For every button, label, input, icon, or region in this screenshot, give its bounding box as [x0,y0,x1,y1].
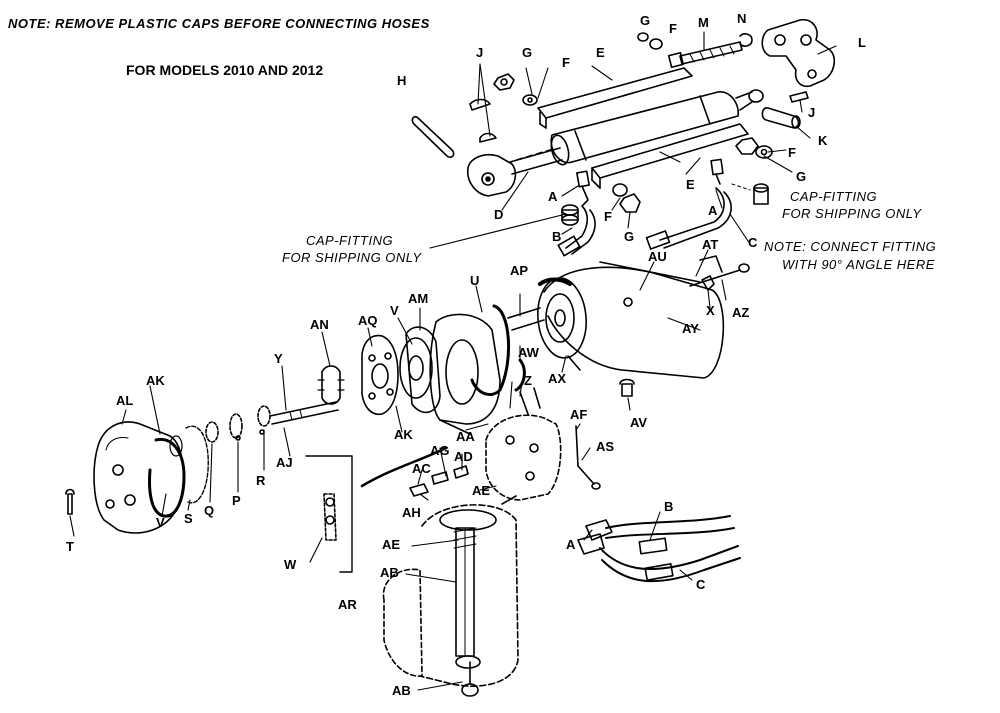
callout-C: C [748,235,758,250]
callout-G: G [522,45,533,60]
callout-AH: AH [402,505,421,520]
callout-E: E [686,177,695,192]
callout-F: F [562,55,570,70]
callout-J: J [476,45,484,60]
callout-V: V [156,515,165,530]
callout-J: J [808,105,816,120]
callout-AQ: AQ [358,313,378,328]
callout-L: L [858,35,866,50]
cap-fitting-note-left-line1: CAP-FITTING [306,233,394,248]
callout-AB: AB [392,683,411,698]
callout-AF: AF [570,407,588,422]
callout-B: B [552,229,562,244]
callout-F: F [604,209,612,224]
models-heading: FOR MODELS 2010 AND 2012 [126,62,324,78]
callout-AM: AM [408,291,429,306]
callout-R: R [256,473,266,488]
callout-AE: AE [382,537,401,552]
hydraulic-cylinder-assembly [411,18,836,213]
hose-assembly-lower [577,515,741,583]
callout-A: A [566,537,576,552]
callout-Y: Y [274,351,283,366]
callout-G: G [624,229,635,244]
end-cover-assembly [65,405,271,534]
callout-AD: AD [454,449,473,464]
callout-Q: Q [204,503,215,518]
callout-AK: AK [394,427,413,442]
valve-block [360,378,635,501]
callout-AT: AT [702,237,719,252]
callout-G: G [640,13,651,28]
callout-T: T [66,539,74,554]
callout-E: E [596,45,605,60]
callout-A: A [548,189,558,204]
connect-fitting-note-line2: WITH 90° ANGLE HERE [782,257,935,272]
cap-fitting-note-right-line1: CAP-FITTING [790,189,878,204]
callout-V: V [390,303,399,318]
callout-P: P [232,493,241,508]
callout-D: D [494,207,504,222]
callout-AU: AU [648,249,667,264]
callout-AN: AN [310,317,329,332]
callout-F: F [669,21,677,36]
callout-AX: AX [548,371,567,386]
callout-AW: AW [518,345,539,360]
cap-fitting-note-left-line2: FOR SHIPPING ONLY [282,250,422,265]
callout-AZ: AZ [732,305,750,320]
callout-AP: AP [510,263,529,278]
callout-Z: Z [524,373,532,388]
hose-fittings-upper [557,158,769,257]
callout-AJ: AJ [276,455,293,470]
leader-lines [69,31,837,691]
pump-body [269,313,501,435]
callout-B: B [664,499,674,514]
callout-AS: AS [596,439,615,454]
callout-C: C [696,577,706,592]
callout-K: K [818,133,828,148]
callout-G: G [796,169,807,184]
callout-W: W [284,557,297,572]
connect-fitting-note-line1: NOTE: CONNECT FITTING [764,239,937,254]
callout-AY: AY [682,321,699,336]
callout-AK: AK [146,373,165,388]
callout-X: X [706,303,715,318]
note-remove-caps: NOTE: REMOVE PLASTIC CAPS BEFORE CONNECT… [8,16,430,31]
callout-AR: AR [338,597,357,612]
callout-S: S [184,511,193,526]
callout-AB: AB [380,565,399,580]
callout-M: M [698,15,709,30]
callout-AV: AV [630,415,648,430]
callout-AG: AG [430,443,450,458]
detail-bracket-AR [305,455,353,573]
callout-F: F [788,145,796,160]
lower-housing [382,495,519,697]
callout-H: H [397,73,407,88]
callout-AL: AL [116,393,134,408]
motor-housing [470,255,750,396]
callout-U: U [470,273,480,288]
callout-AE: AE [472,483,491,498]
cap-fitting-note-right-line2: FOR SHIPPING ONLY [782,206,922,221]
callout-AA: AA [456,429,475,444]
callout-A: A [708,203,718,218]
callout-N: N [737,11,747,26]
callout-AC: AC [412,461,431,476]
